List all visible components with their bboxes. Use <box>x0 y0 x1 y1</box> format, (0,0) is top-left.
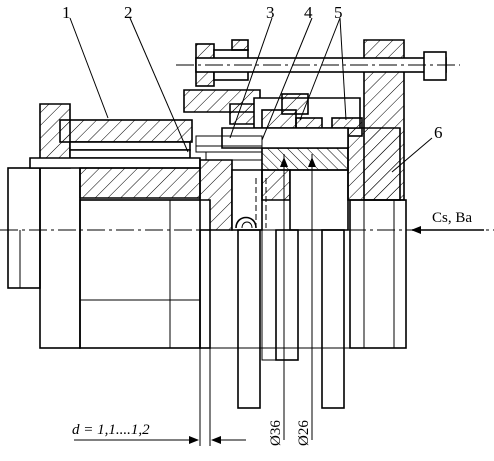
electrode-plates <box>199 229 350 409</box>
top-assembly <box>183 89 363 161</box>
label-part-1: 1 <box>62 3 71 22</box>
part-1-heat-shield <box>29 103 201 169</box>
label-gap: d = 1,1....1,2 <box>72 422 150 438</box>
diameter-dimensions <box>280 154 316 440</box>
label-dia-36: Ø36 <box>268 420 284 446</box>
label-part-2: 2 <box>124 3 133 22</box>
gap-dimension <box>74 348 246 446</box>
label-part-6: 6 <box>434 123 443 142</box>
label-part-4: 4 <box>304 3 313 22</box>
bolt <box>176 39 460 87</box>
part-6-flange <box>349 39 407 349</box>
label-dia-26: Ø26 <box>296 420 312 446</box>
label-part-5: 5 <box>334 3 343 22</box>
center-channel <box>235 178 267 229</box>
leader-lines <box>69 17 433 173</box>
label-part-3: 3 <box>266 3 275 22</box>
label-beam: Cs, Ba <box>432 210 472 226</box>
